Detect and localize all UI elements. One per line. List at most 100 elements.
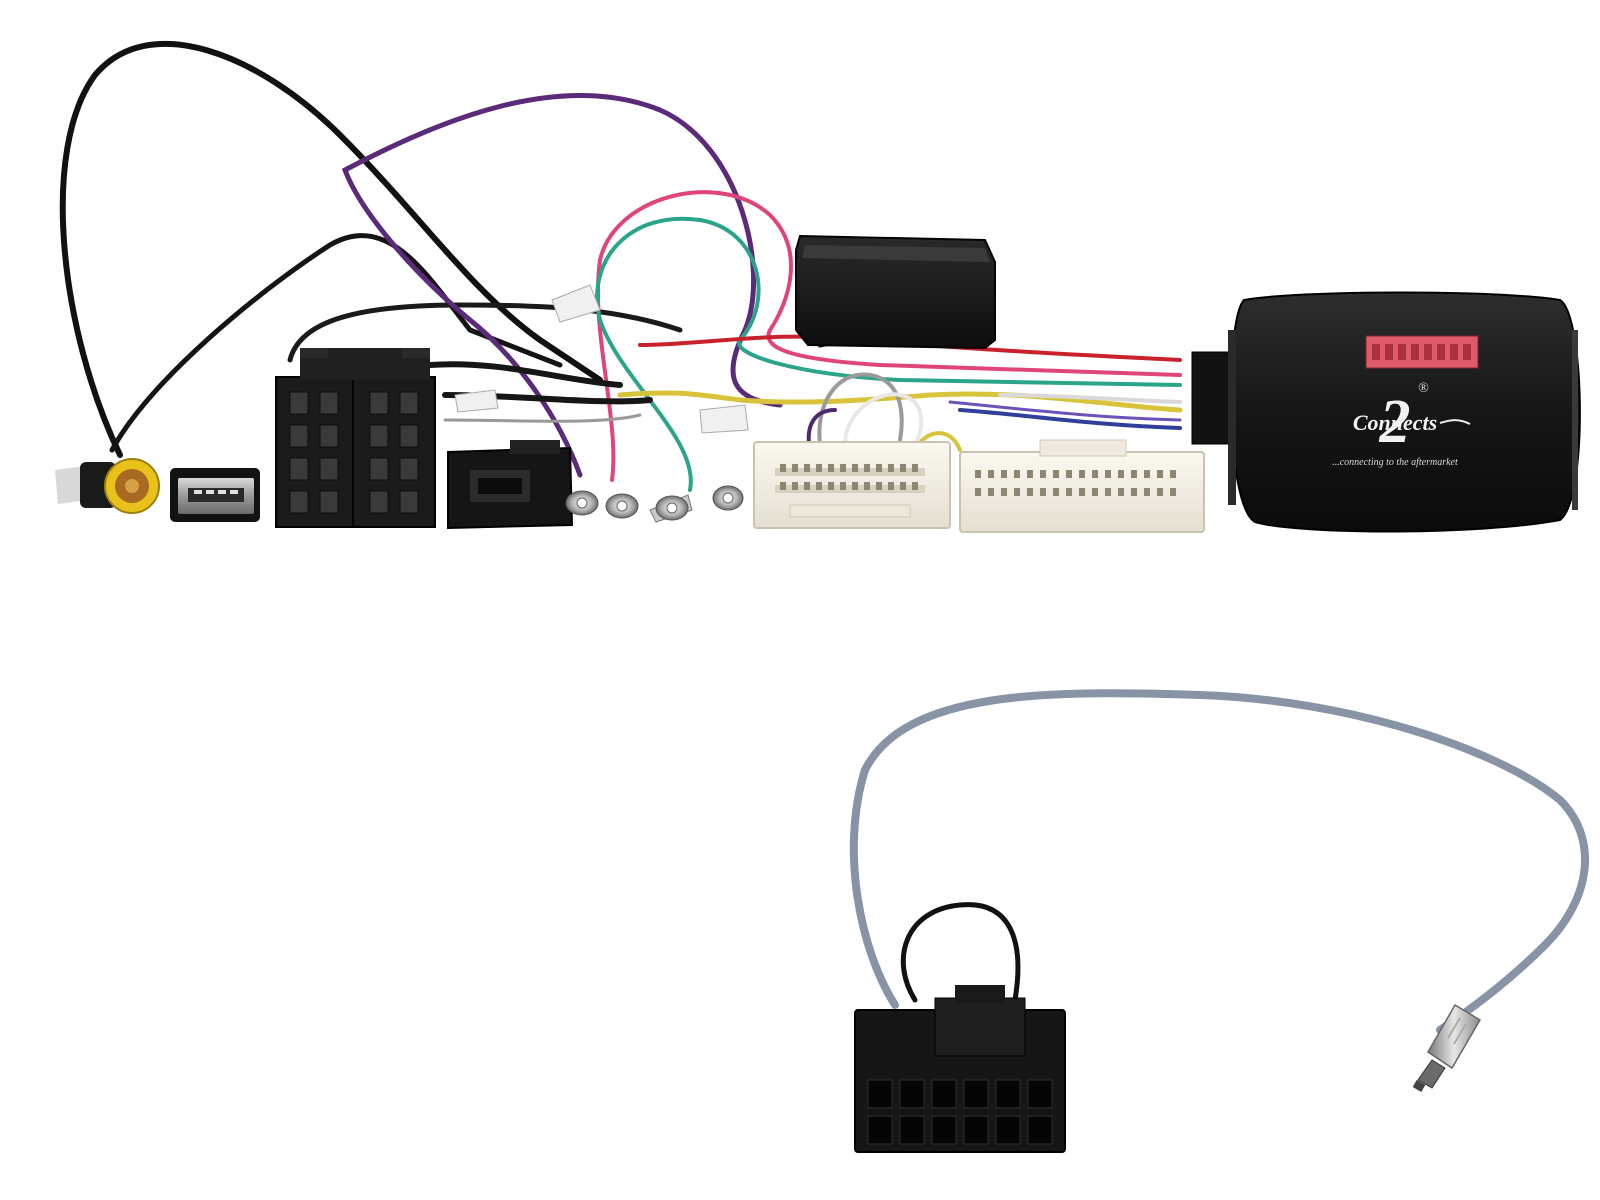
ring-terminal-2 <box>605 493 639 519</box>
connector-pin <box>1118 470 1124 478</box>
connector-pin <box>816 482 822 490</box>
logo-numeral: 2 <box>1379 388 1411 456</box>
pin-cavity <box>1027 1079 1053 1109</box>
connector-pin <box>1053 488 1059 496</box>
iso-pin-cavity <box>399 391 419 415</box>
iso-pin-cavity <box>319 391 339 415</box>
ring-terminal-1 <box>565 490 599 516</box>
pin-cavity <box>1027 1115 1053 1145</box>
iso-pin-cavity <box>289 391 309 415</box>
connector-pin <box>975 470 981 478</box>
black-wire-iso-loop <box>287 302 683 363</box>
connector-pin <box>804 464 810 472</box>
purple-wire <box>341 92 783 478</box>
connector-pin <box>1001 470 1007 478</box>
dip-switch-key <box>1463 344 1471 360</box>
iso-pin-cavity <box>399 457 419 481</box>
cable-tag-2 <box>699 404 749 434</box>
pin-cavity <box>931 1115 957 1145</box>
antenna-plug <box>1412 1003 1482 1092</box>
rca-connector <box>55 458 160 514</box>
dip-switch-key <box>1398 344 1406 360</box>
dip-switch-key <box>1411 344 1419 360</box>
connector-pin <box>1066 470 1072 478</box>
connector-pin <box>792 464 798 472</box>
iso-pin-cavity <box>319 490 339 514</box>
iso-pin-cavity <box>319 457 339 481</box>
white-connector-small <box>753 441 951 529</box>
connector-pin <box>780 464 786 472</box>
iso-pin-cavity <box>289 424 309 448</box>
iso-pin-cavity <box>369 424 389 448</box>
ring-terminal-4 <box>712 485 744 511</box>
connector-pin <box>792 482 798 490</box>
dip-switch-key <box>1450 344 1458 360</box>
connector-pin <box>1027 488 1033 496</box>
connector-pin <box>975 488 981 496</box>
connector-pin <box>1014 470 1020 478</box>
connector-pin <box>888 464 894 472</box>
connector-pin <box>1131 470 1137 478</box>
connector-pin <box>1131 488 1137 496</box>
connector-pin <box>988 470 994 478</box>
connector-pin <box>1014 488 1020 496</box>
pin-cavity <box>867 1115 893 1145</box>
dip-switch-key <box>1385 344 1393 360</box>
connector-pin <box>900 482 906 490</box>
connector-pin <box>1170 470 1176 478</box>
black-wire-rca <box>109 233 563 453</box>
twelve-pin-connector <box>854 985 1066 1153</box>
connector-pin <box>876 464 882 472</box>
iso-pin-cavity <box>399 490 419 514</box>
pin-cavity <box>899 1115 925 1145</box>
connector-pin <box>888 482 894 490</box>
connector-pin <box>1144 470 1150 478</box>
connector-pin <box>1079 488 1085 496</box>
wire-harness-back <box>59 40 1183 492</box>
violet-wire <box>948 400 1182 422</box>
connector-pin <box>1105 470 1111 478</box>
connector-pin <box>1105 488 1111 496</box>
cable-tag-1 <box>551 284 601 323</box>
iso-pin-cavity <box>399 424 419 448</box>
dip-switch <box>1365 335 1479 369</box>
green-wire <box>595 216 1182 492</box>
iso-pin-cavity <box>289 457 309 481</box>
connector-pin <box>1092 488 1098 496</box>
connector-pin <box>816 464 822 472</box>
connector-pin <box>1040 470 1046 478</box>
connector-pin <box>912 464 918 472</box>
logo-swoosh <box>1439 419 1471 425</box>
cable-tag-3 <box>454 389 499 413</box>
iso-pin-cavity <box>289 490 309 514</box>
black-wire-iso-a <box>427 361 623 388</box>
pin-cavity <box>995 1079 1021 1109</box>
iso-pin-cavity <box>369 457 389 481</box>
white-wire-2 <box>998 393 1182 404</box>
black-loop-wire <box>900 902 1021 1003</box>
connector-pin <box>1144 488 1150 496</box>
grey-wire-iso <box>443 413 642 423</box>
dip-switch-key <box>1424 344 1432 360</box>
grey-blue-cable <box>849 689 1590 1034</box>
connector-pin <box>1170 488 1176 496</box>
connector-pin <box>840 464 846 472</box>
black-wire-loop-left <box>59 40 603 458</box>
dip-switch-key <box>1372 344 1380 360</box>
connector-pin <box>912 482 918 490</box>
connector-pin <box>864 464 870 472</box>
connector-pin <box>1001 488 1007 496</box>
blue-wire <box>958 408 1182 430</box>
antenna-adapter-cable <box>849 689 1590 1034</box>
connector-pin <box>828 482 834 490</box>
connector-pin <box>988 488 994 496</box>
connector-pin <box>828 464 834 472</box>
connector-pin <box>1066 488 1072 496</box>
connector-pin <box>900 464 906 472</box>
connector-pin <box>1157 470 1163 478</box>
pin-cavity <box>963 1079 989 1109</box>
connector-pin <box>876 482 882 490</box>
connector-pin <box>1092 470 1098 478</box>
registered-mark: ® <box>1418 381 1429 396</box>
